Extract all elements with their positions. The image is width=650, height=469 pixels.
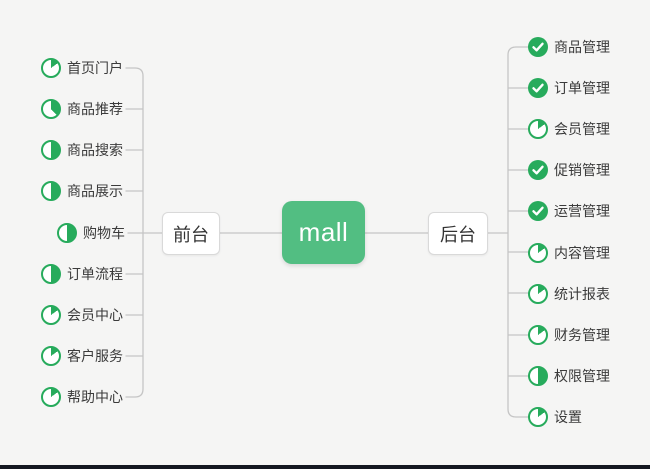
pie-progress-icon (41, 99, 61, 120)
frontend-item-1[interactable]: 首页门户 (41, 56, 123, 80)
pie-progress-icon (528, 119, 548, 140)
frontend-item-3[interactable]: 商品搜索 (41, 138, 123, 162)
pie-progress-icon (41, 58, 61, 78)
frontend-item-label: 客户服务 (67, 347, 123, 364)
pie-progress-icon (41, 387, 61, 407)
pie-progress-icon (41, 304, 61, 325)
frontend-item-7[interactable]: 会员中心 (41, 303, 123, 327)
backend-item-label: 设置 (554, 408, 582, 425)
pie-progress-icon (528, 324, 548, 345)
frontend-item-label: 商品展示 (67, 183, 123, 200)
backend-item-3[interactable]: 会员管理 (528, 117, 610, 141)
frontend-item-5[interactable]: 购物车 (57, 221, 125, 245)
frontend-item-9[interactable]: 帮助中心 (41, 385, 123, 409)
node-mall[interactable]: mall (282, 201, 365, 264)
node-backend[interactable]: 后台 (428, 212, 488, 255)
backend-item-label: 会员管理 (554, 121, 610, 138)
backend-item-label: 促销管理 (554, 162, 610, 179)
backend-item-label: 内容管理 (554, 244, 610, 261)
backend-item-9[interactable]: 权限管理 (528, 364, 610, 388)
backend-item-label: 运营管理 (554, 203, 610, 220)
backend-item-label: 财务管理 (554, 326, 610, 343)
backend-item-8[interactable]: 财务管理 (528, 323, 610, 347)
node-frontend[interactable]: 前台 (162, 212, 220, 255)
frontend-item-label: 会员中心 (67, 306, 123, 323)
pie-progress-icon (41, 181, 61, 202)
check-circle-icon (528, 201, 548, 222)
pie-progress-icon (41, 263, 61, 284)
frontend-item-4[interactable]: 商品展示 (41, 179, 123, 203)
pie-progress-icon (57, 222, 77, 243)
frontend-item-2[interactable]: 商品推荐 (41, 97, 123, 121)
check-circle-icon (528, 160, 548, 181)
backend-item-5[interactable]: 运营管理 (528, 199, 610, 223)
backend-item-4[interactable]: 促销管理 (528, 158, 610, 182)
frontend-item-label: 订单流程 (67, 265, 123, 282)
backend-item-10[interactable]: 设置 (528, 405, 582, 429)
backend-item-6[interactable]: 内容管理 (528, 241, 610, 265)
backend-item-1[interactable]: 商品管理 (528, 35, 610, 59)
pie-progress-icon (528, 365, 548, 386)
frontend-item-label: 商品搜索 (67, 142, 123, 159)
frontend-item-6[interactable]: 订单流程 (41, 262, 123, 286)
backend-item-label: 权限管理 (554, 367, 610, 384)
pie-progress-icon (41, 345, 61, 366)
frontend-item-8[interactable]: 客户服务 (41, 344, 123, 368)
pie-progress-icon (41, 140, 61, 161)
backend-item-label: 商品管理 (554, 39, 610, 55)
backend-item-label: 统计报表 (554, 285, 610, 302)
backend-item-7[interactable]: 统计报表 (528, 282, 610, 306)
frontend-item-label: 帮助中心 (67, 389, 123, 405)
frontend-item-label: 商品推荐 (67, 101, 123, 118)
backend-item-label: 订单管理 (554, 80, 610, 97)
backend-item-2[interactable]: 订单管理 (528, 76, 610, 100)
window-bottom-edge (0, 465, 650, 469)
pie-progress-icon (528, 283, 548, 304)
frontend-item-label: 购物车 (83, 224, 125, 241)
frontend-item-label: 首页门户 (67, 60, 123, 76)
pie-progress-icon (528, 406, 548, 427)
check-circle-icon (528, 37, 548, 57)
pie-progress-icon (528, 242, 548, 263)
check-circle-icon (528, 78, 548, 99)
